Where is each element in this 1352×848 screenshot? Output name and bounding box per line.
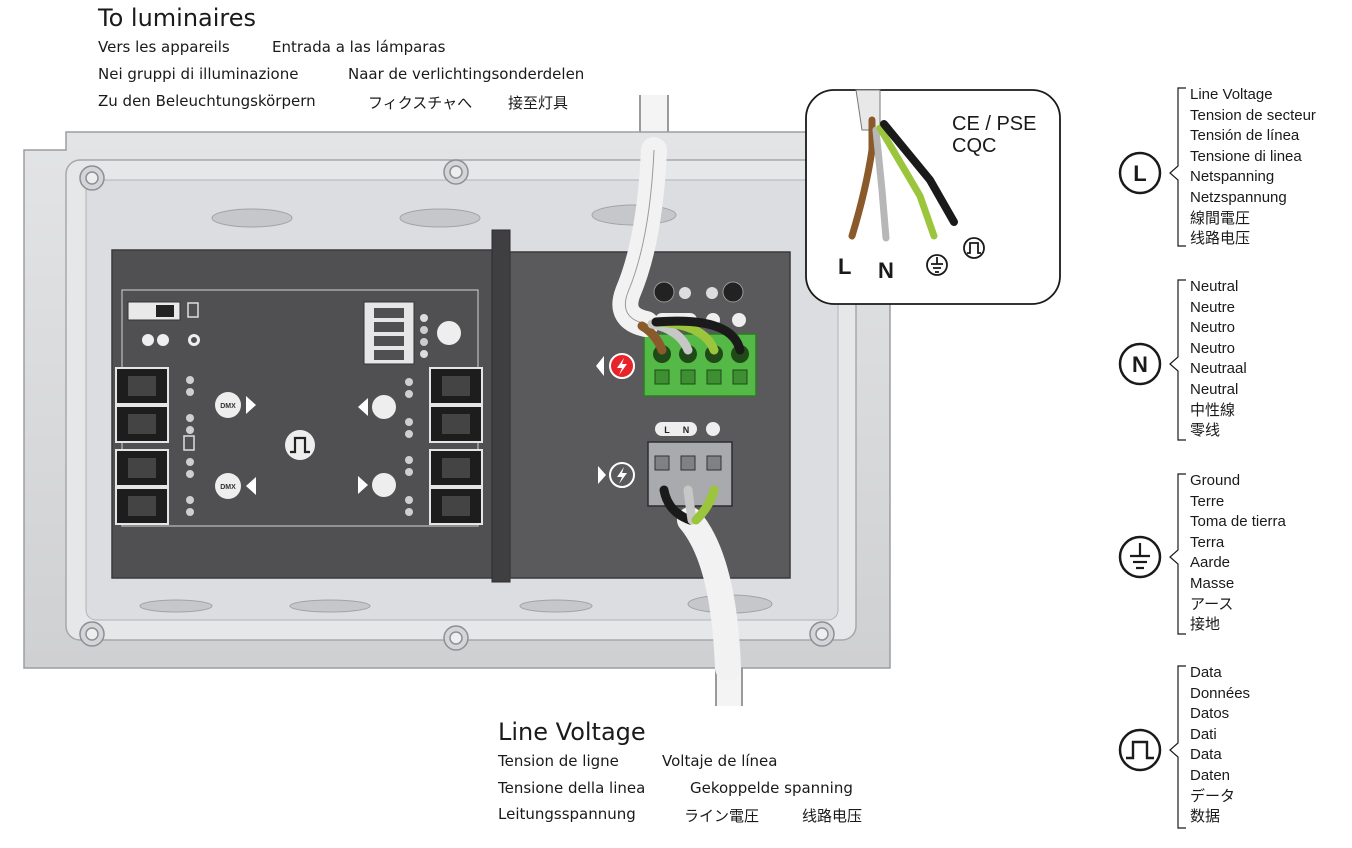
caption-text: ライン電圧 [684, 807, 760, 825]
legend-term: Neutral [1190, 278, 1239, 295]
dmx-label: DMX [220, 484, 236, 491]
legend-term: Données [1190, 684, 1251, 702]
wire-l-label: L [838, 254, 851, 279]
data-icon [285, 430, 315, 460]
caption-text: Tension de ligne [498, 752, 619, 770]
legend-term: Netspanning [1190, 168, 1275, 186]
legend-term: Neutro [1190, 339, 1236, 357]
legend-term: 中性線 [1190, 401, 1236, 419]
cert-cqc: CQC [952, 135, 996, 157]
cert-ce-pse: CE / PSE [952, 113, 1036, 135]
cable-callout: CE / PSE CQC L N [805, 89, 1061, 305]
legend-term: 数据 [1190, 808, 1221, 826]
legend-term: Ground [1190, 472, 1241, 489]
caption-text: Nei gruppi di illuminazione [98, 65, 299, 83]
legend-term: Terre [1190, 492, 1225, 510]
caption-text: Voltaje de línea [662, 752, 778, 770]
legend-term: Neutro [1190, 319, 1236, 337]
legend-term: Toma de tierra [1190, 513, 1286, 531]
legend-term: Tensione di linea [1190, 147, 1302, 165]
bottom-caption-title: Line Voltage [498, 718, 646, 746]
divider-plate [491, 229, 511, 583]
caption-text: 接至灯具 [508, 94, 569, 112]
legend-term: Daten [1190, 766, 1231, 784]
caption-text: Zu den Beleuchtungskörpern [98, 92, 316, 110]
legend-line-terms: Line Voltage Tension de secteur Tensión … [1190, 85, 1316, 250]
top-caption: To luminaires [98, 4, 256, 32]
legend-term: 線間電圧 [1190, 209, 1251, 227]
legend-term: Tensión de línea [1190, 127, 1300, 145]
legend-ground-symbol [1118, 473, 1186, 635]
data-icon [963, 237, 985, 259]
caption-text: Leitungsspannung [498, 805, 636, 823]
legend-term: Aarde [1190, 554, 1231, 572]
legend-term: 接地 [1190, 616, 1221, 634]
caption-text: フィクスチャへ [368, 94, 473, 112]
power-module: L N L N [509, 137, 791, 681]
legend-term: Terra [1190, 533, 1225, 551]
legend-data-terms: Data Données Datos Dati Data Daten データ 数… [1190, 663, 1250, 828]
legend-data-symbol [1118, 665, 1186, 829]
legend-term: データ [1190, 787, 1236, 805]
legend-term: アース [1190, 595, 1234, 613]
legend-term: Line Voltage [1190, 86, 1273, 103]
top-caption-title: To luminaires [98, 4, 257, 32]
legend-ground-terms: Ground Terre Toma de tierra Terra Aarde … [1190, 471, 1286, 636]
top-caption-line-1: Vers les appareils [98, 38, 230, 56]
legend-term: Datos [1190, 705, 1230, 723]
legend-term: 线路电压 [1190, 230, 1251, 248]
legend-neutral-terms: Neutral Neutre Neutro Neutro Neutraal Ne… [1190, 277, 1247, 442]
control-module: DMX DMX [111, 249, 501, 579]
line-icon: L [1133, 161, 1146, 186]
caption-text: 线路电压 [802, 807, 863, 825]
legend-term: Tension de secteur [1190, 106, 1316, 124]
legend-term: Neutre [1190, 298, 1236, 316]
ground-icon [926, 254, 948, 276]
neutral-icon: N [1132, 352, 1148, 377]
caption-text: Naar de verlichtingsonderdelen [348, 65, 585, 83]
terminal-l-label: L [664, 425, 670, 435]
legend-term: Data [1190, 746, 1222, 764]
caption-text: Gekoppelde spanning [690, 779, 853, 797]
dmx-label: DMX [220, 403, 236, 410]
legend-line-symbol: L [1118, 87, 1186, 247]
legend-term: Neutral [1190, 380, 1239, 398]
legend-term: Netzspannung [1190, 188, 1287, 206]
caption-text: Tensione della linea [498, 779, 646, 797]
legend-neutral-symbol: N [1118, 279, 1186, 441]
wire-n-label: N [878, 258, 894, 283]
caption-text: Vers les appareils [98, 38, 230, 56]
legend-term: Dati [1190, 725, 1217, 743]
legend-term: 零线 [1190, 422, 1221, 440]
caption-text: Entrada a las lámparas [272, 38, 446, 56]
terminal-n-label: N [683, 425, 690, 435]
legend-term: Neutraal [1190, 360, 1247, 378]
legend-term: Masse [1190, 574, 1235, 592]
legend-term: Data [1190, 664, 1222, 681]
